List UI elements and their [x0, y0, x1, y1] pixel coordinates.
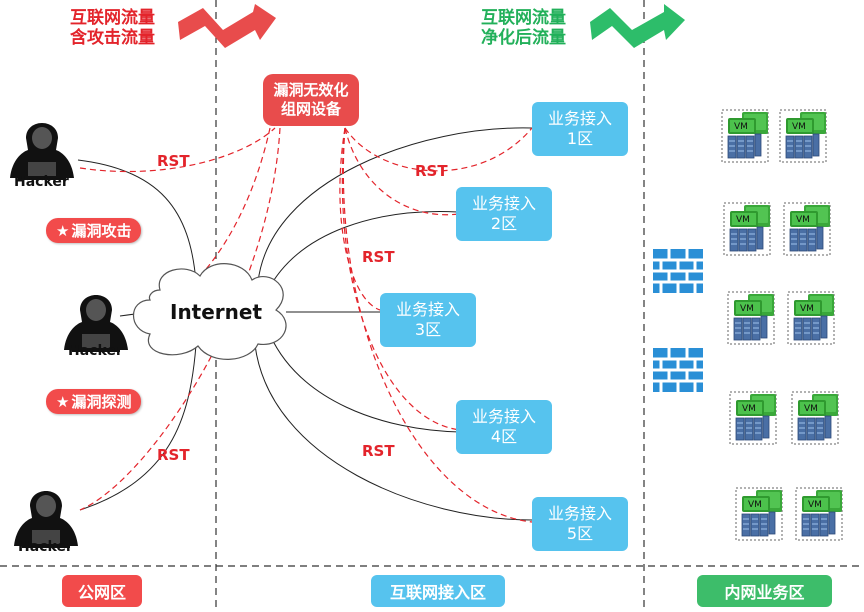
attack-tag-exploit: ★漏洞攻击: [46, 218, 142, 243]
hacker-figure-3: [14, 491, 78, 548]
red-traffic-arrow: [178, 4, 276, 48]
access-zone-number: 3区: [414, 320, 442, 339]
access-zone-4: 业务接入 4区: [456, 400, 552, 454]
vm-label: VM: [748, 500, 762, 510]
vm-label: VM: [740, 304, 754, 314]
attack-tag-text: 漏洞探测: [71, 393, 132, 411]
vm-label: VM: [808, 500, 822, 510]
device-line2: 组网设备: [280, 100, 341, 118]
vm-label: VM: [792, 122, 806, 132]
vm-server-icon: VM: [787, 291, 835, 345]
access-zone-title: 业务接入: [471, 194, 536, 213]
right-traffic-line1: 互联网流量: [481, 8, 566, 28]
firewall-icon: [653, 249, 703, 293]
left-traffic-line1: 互联网流量: [70, 8, 155, 28]
internet-cloud: [133, 263, 287, 360]
access-zone-title: 业务接入: [547, 504, 612, 523]
hacker-figure-2: [64, 295, 128, 352]
access-zone-title: 业务接入: [547, 109, 612, 128]
vm-server-icon: VM: [727, 291, 775, 345]
vm-server-icon: VM: [723, 202, 771, 256]
firewall-icon: [653, 348, 703, 392]
vm-label: VM: [736, 215, 750, 225]
right-traffic-label: 互联网流量 净化后流量: [481, 8, 566, 49]
internet-links: [77, 127, 533, 521]
left-traffic-line2: 含攻击流量: [70, 28, 155, 49]
zone-intranet: 内网业务区: [697, 575, 832, 607]
vm-label: VM: [742, 404, 756, 414]
vuln-neutralize-device: 漏洞无效化 组网设备: [263, 74, 359, 126]
hacker-label-1: Hacker: [14, 174, 69, 190]
rst-label: RST: [415, 162, 448, 180]
access-zone-number: 2区: [490, 214, 518, 233]
rst-label: RST: [362, 248, 395, 266]
internet-label: Internet: [170, 300, 263, 324]
access-zone-title: 业务接入: [395, 300, 460, 319]
vm-server-icon: VM: [721, 109, 769, 163]
vm-server-icon: VM: [791, 391, 839, 445]
left-traffic-label: 互联网流量 含攻击流量: [70, 8, 155, 49]
hacker-label-3: Hacker: [18, 539, 73, 555]
right-traffic-line2: 净化后流量: [481, 28, 566, 49]
access-zone-number: 5区: [566, 524, 594, 543]
vm-label: VM: [800, 304, 814, 314]
vm-server-icon: VM: [729, 391, 777, 445]
access-zone-number: 1区: [566, 129, 594, 148]
zone-internet-access: 互联网接入区: [371, 575, 505, 607]
vm-server-icon: VM: [779, 109, 827, 163]
attack-tag-text: 漏洞攻击: [71, 222, 132, 240]
vm-server-icon: VM: [795, 487, 843, 541]
access-zone-1: 业务接入 1区: [532, 102, 628, 156]
access-zone-title: 业务接入: [471, 407, 536, 426]
vm-label: VM: [804, 404, 818, 414]
vm-server-icon: VM: [735, 487, 783, 541]
access-zone-5: 业务接入 5区: [532, 497, 628, 551]
green-traffic-arrow: [590, 4, 685, 48]
rst-label: RST: [157, 152, 190, 170]
vm-label: VM: [796, 215, 810, 225]
hacker-label-2: Hacker: [68, 343, 123, 359]
access-zone-3: 业务接入 3区: [380, 293, 476, 347]
device-line1: 漏洞无效化: [273, 80, 349, 99]
star-icon: ★: [56, 393, 70, 411]
vm-server-icon: VM: [783, 202, 831, 256]
star-icon: ★: [56, 222, 70, 240]
access-zone-2: 业务接入 2区: [456, 187, 552, 241]
attack-tag-probe: ★漏洞探测: [46, 389, 142, 414]
access-zone-number: 4区: [490, 427, 518, 446]
vm-label: VM: [734, 122, 748, 132]
hacker-figure-1: [10, 123, 74, 180]
rst-label: RST: [362, 442, 395, 460]
zone-public: 公网区: [62, 575, 142, 607]
rst-label: RST: [157, 446, 190, 464]
vm-clusters: VM VM VM VM VM VM VM VM VM VM: [721, 109, 843, 541]
